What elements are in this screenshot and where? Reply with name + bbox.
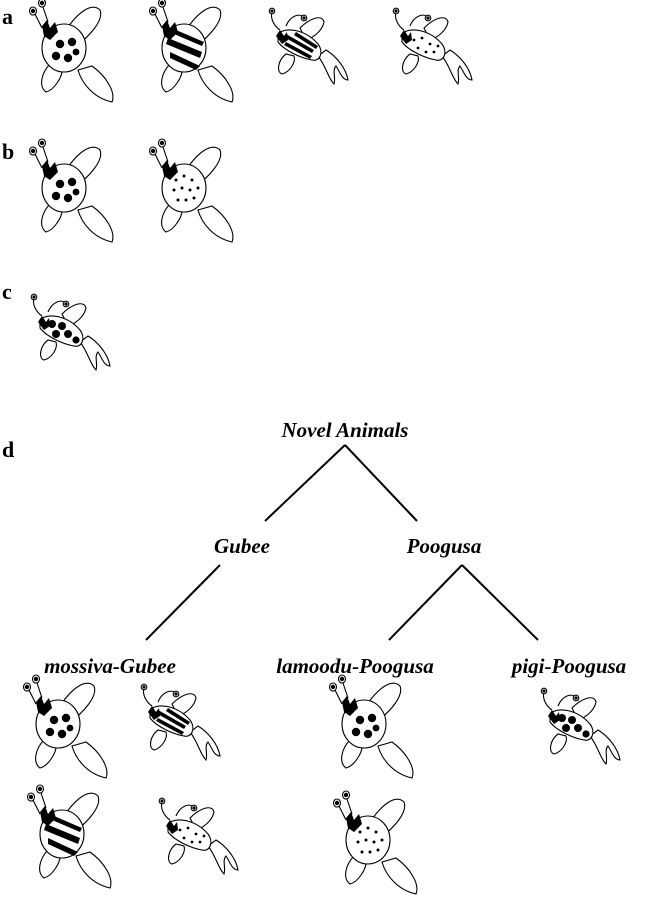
creature-small-dots — [392, 7, 473, 85]
creature-large-spots — [28, 138, 114, 243]
tree-edge-gubee-mossiva — [145, 564, 221, 641]
creature-large-spots — [328, 674, 414, 779]
tree-edge-poogusa-lamoodu — [388, 564, 463, 641]
tree-edge-root-gubee — [264, 444, 346, 522]
tree-edge-poogusa-pigi — [461, 564, 539, 641]
creature-large-spots — [28, 0, 114, 103]
panel-label-d: d — [2, 437, 14, 462]
creature-large-spots — [540, 687, 621, 765]
tree-node-gubee: Gubee — [214, 534, 270, 558]
creature-thick-stripes — [148, 0, 234, 103]
panel-label-c: c — [2, 279, 12, 304]
creature-thin-stripes — [268, 7, 349, 85]
panel-label-b: b — [2, 139, 14, 164]
creature-small-dots — [158, 797, 239, 875]
tree-edge-root-poogusa — [344, 444, 418, 522]
creature-thin-stripes — [140, 683, 221, 761]
tree-node-poogusa: Poogusa — [406, 534, 482, 558]
tree-root-label: Novel Animals — [281, 418, 409, 442]
creature-large-spots — [30, 293, 111, 371]
tree-leaf-pigi-poogusa: pigi-Poogusa — [510, 654, 626, 678]
tree-leaf-mossiva-gubee: mossiva-Gubee — [44, 654, 176, 678]
creature-large-spots — [22, 674, 108, 779]
creature-small-dots — [332, 790, 418, 895]
creature-thick-stripes — [26, 784, 112, 889]
tree-leaf-lamoodu-poogusa: lamoodu-Poogusa — [276, 654, 434, 678]
panel-label-a: a — [2, 4, 13, 29]
creature-small-dots — [148, 138, 234, 243]
